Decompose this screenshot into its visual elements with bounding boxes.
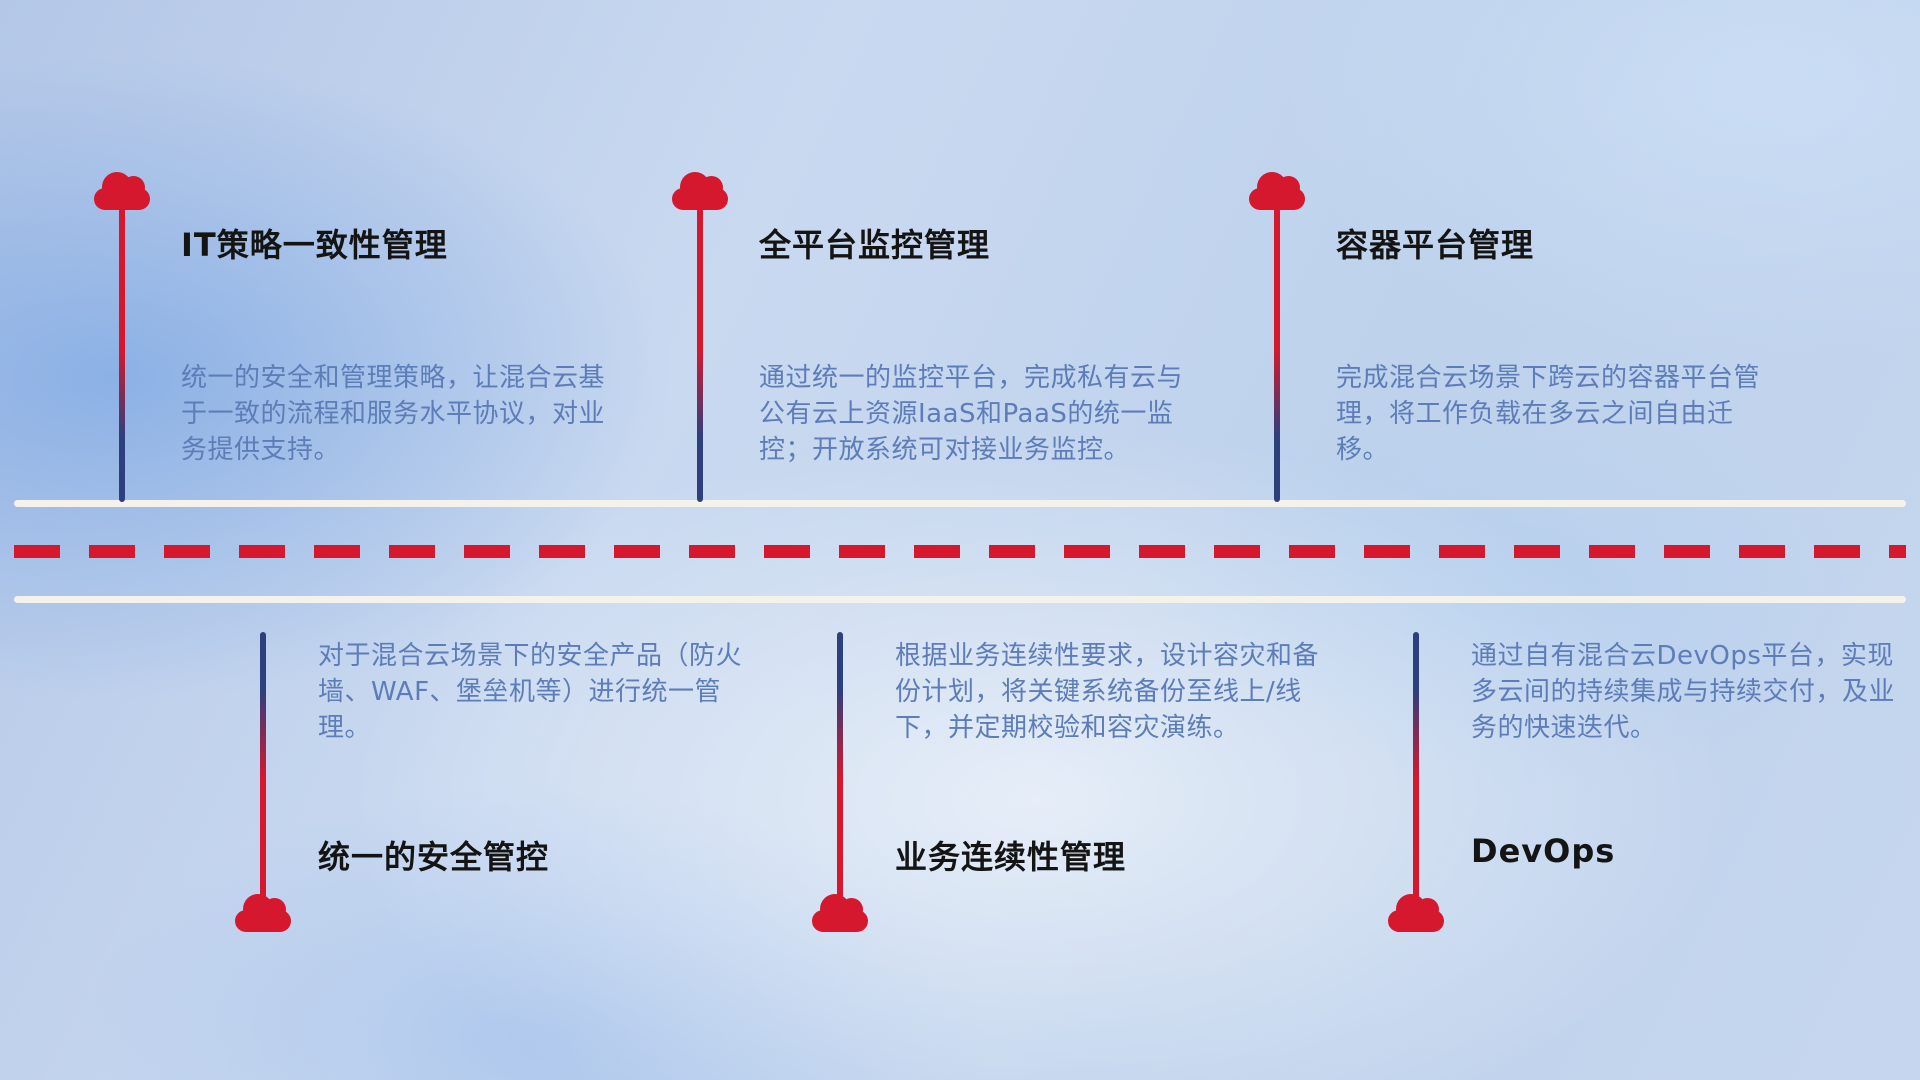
capability-title: 统一的安全管控 [318,838,550,876]
capability-description: 根据业务连续性要求，设计容灾和备份计划，将关键系统备份至线上/线下，并定期校验和… [895,641,1320,743]
capability-title: 容器平台管理 [1336,226,1535,264]
connector-line [260,632,266,898]
cloud-icon [235,894,291,932]
cloud-icon [1388,894,1444,932]
connector-line [837,632,843,898]
connector-line [1413,632,1419,898]
connector-line [119,208,125,502]
capability-title: 全平台监控管理 [759,226,991,264]
cloud-icon [1249,172,1305,210]
capability-title: 业务连续性管理 [895,838,1127,876]
capability-description: 完成混合云场景下跨云的容器平台管理，将工作负载在多云之间自由迁移。 [1336,363,1761,465]
connector-line [697,208,703,502]
road-dashed-center-line [14,545,1906,558]
capability-description: 通过统一的监控平台，完成私有云与公有云上资源IaaS和PaaS的统一监控；开放系… [759,363,1184,465]
road-bottom-line [14,596,1906,603]
capability-title: DevOps [1471,832,1616,870]
capability-title: IT策略一致性管理 [181,226,448,264]
cloud-icon [672,172,728,210]
cloud-icon [94,172,150,210]
capability-description: 统一的安全和管理策略，让混合云基于一致的流程和服务水平协议，对业务提供支持。 [181,363,606,465]
road-top-line [14,500,1906,507]
cloud-icon [812,894,868,932]
capability-description: 通过自有混合云DevOps平台，实现多云间的持续集成与持续交付，及业务的快速迭代… [1471,641,1896,743]
connector-line [1274,208,1280,502]
capability-description: 对于混合云场景下的安全产品（防火墙、WAF、堡垒机等）进行统一管理。 [318,641,743,743]
